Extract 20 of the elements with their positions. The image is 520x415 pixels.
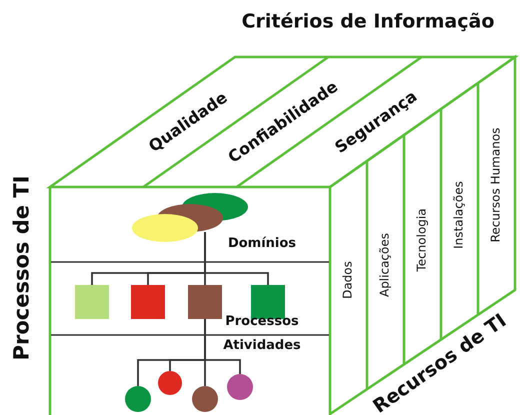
level-label: Domínios xyxy=(228,236,296,252)
process-square xyxy=(75,285,109,319)
resource-label: Instalações xyxy=(452,181,466,249)
resource-label: Aplicações xyxy=(378,232,392,298)
axis-title: Processos de TI xyxy=(10,176,34,360)
resource-label: Tecnologia xyxy=(415,208,429,272)
level-label: Processos xyxy=(225,314,299,330)
resource-label: Recursos Humanos xyxy=(489,128,503,242)
process-square xyxy=(131,285,165,319)
level-label: Atividades xyxy=(223,338,301,354)
connector-line xyxy=(204,319,241,374)
activity-circle xyxy=(192,386,218,412)
resource-label: Dados xyxy=(341,261,355,299)
process-square xyxy=(188,285,222,319)
activity-circle xyxy=(158,371,182,395)
axis-title: Critérios de Informação xyxy=(242,12,494,32)
activity-circle xyxy=(227,374,253,400)
activity-circle xyxy=(125,386,151,412)
domain-ellipse xyxy=(132,214,198,242)
connector-line xyxy=(204,232,269,285)
